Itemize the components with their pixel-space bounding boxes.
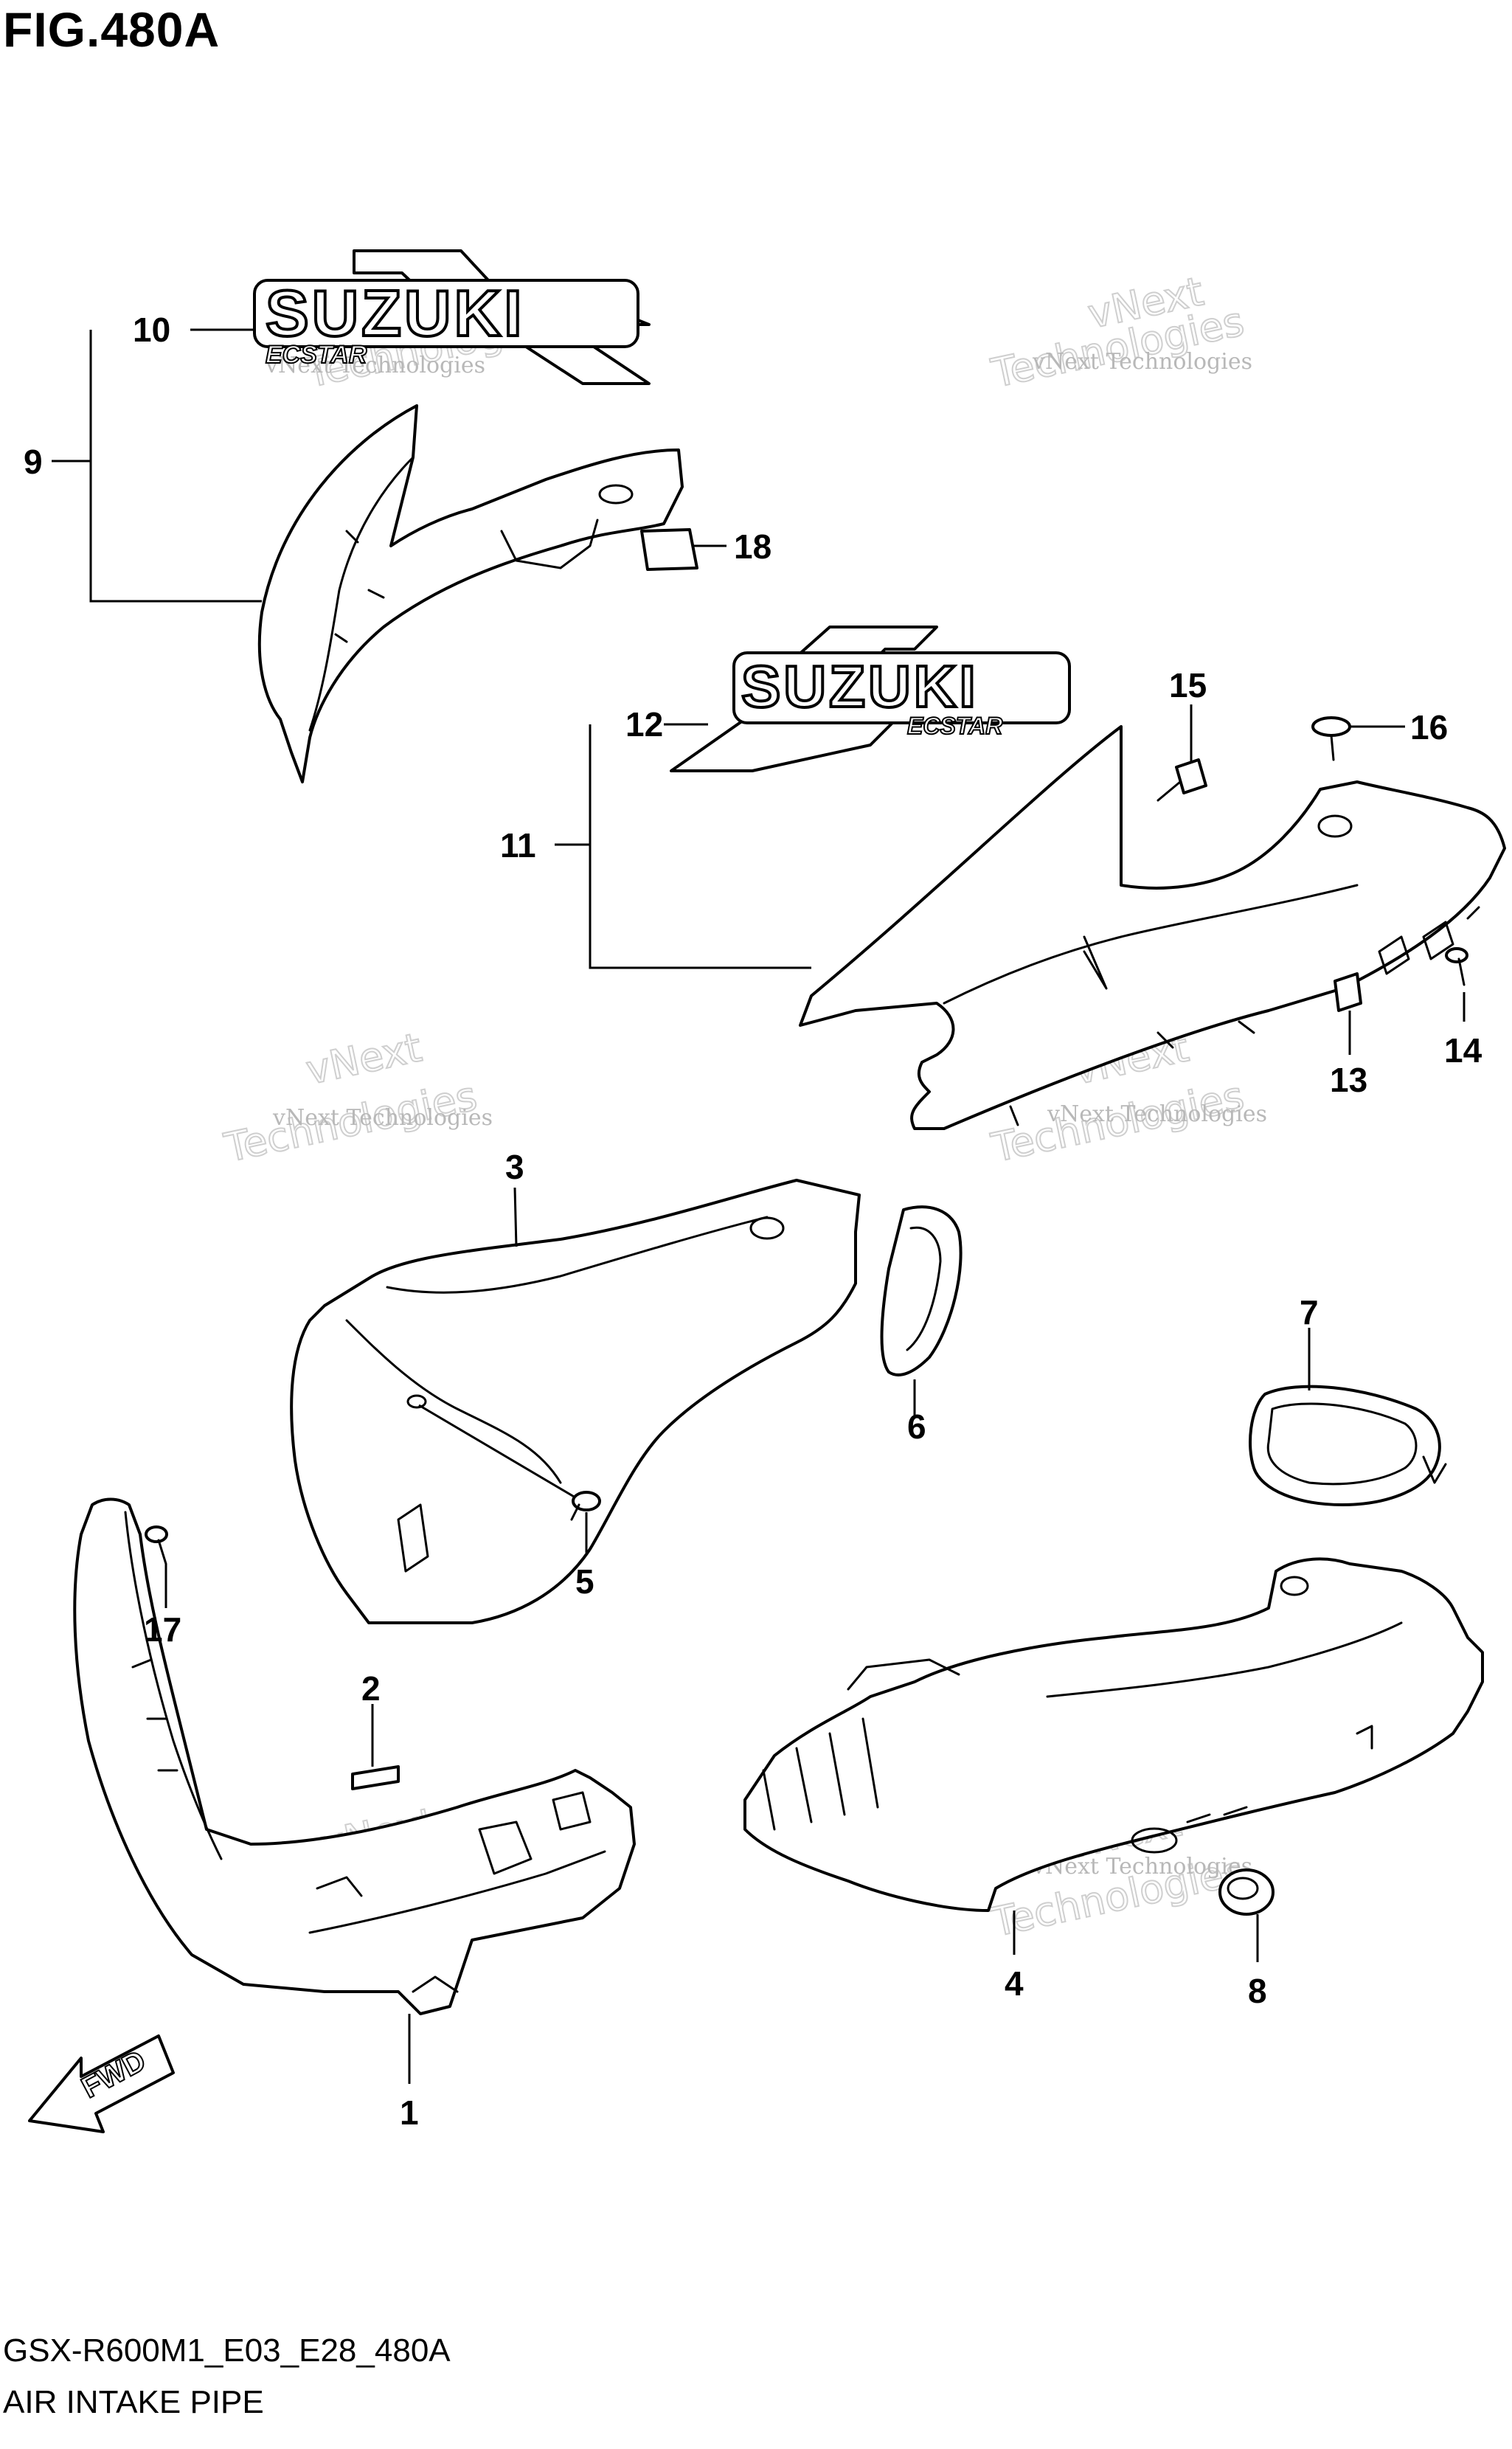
callout-7: 7	[1300, 1293, 1319, 1331]
callout-11: 11	[500, 826, 536, 865]
part-10-emblem: SUZUKI ECSTAR	[253, 249, 651, 385]
cowl-tab	[412, 1975, 459, 1993]
pipe-crease	[1046, 1621, 1403, 1698]
pipe-screw-hole	[406, 1394, 427, 1409]
callout-16: 16	[1410, 708, 1448, 747]
fwd-arrow: FWD	[28, 2034, 175, 2133]
part-13-clip	[1334, 972, 1362, 1012]
emblem-plate	[253, 279, 639, 348]
cowl-notch	[1083, 935, 1108, 990]
callouts: 10 9 18 15 16 12 11 14 13 3 6 7 5 17 2 1…	[24, 311, 1482, 2132]
leader-3	[513, 1187, 518, 1247]
cowl-body	[799, 725, 1506, 1130]
part-11-side-cowl	[799, 725, 1506, 1130]
pipe-inlet-rim	[847, 1658, 960, 1691]
watermark-vnext: vNext	[302, 1024, 426, 1093]
cowl-body	[73, 1497, 636, 2015]
emblem-sub-text: ECSTAR	[266, 341, 367, 369]
figure-title: FIG.480A	[3, 2, 221, 57]
part-7-duct-seal	[1249, 1385, 1447, 1506]
footer-diagram-code: GSX-R600M1_E03_E28_480A	[3, 2332, 451, 2369]
pipe-rim	[386, 1216, 769, 1294]
emblem-sub-text: ECSTAR	[907, 713, 1002, 739]
cowl-detail-marks	[131, 1658, 363, 1897]
cowl-bracket	[500, 519, 599, 569]
callout-1: 1	[400, 2093, 419, 2132]
pipe-grille	[762, 1717, 879, 1831]
footer-diagram-name: AIR INTAKE PIPE	[3, 2384, 264, 2420]
bracket-11	[589, 724, 811, 969]
part-15-screw	[1156, 758, 1207, 802]
callout-14: 14	[1444, 1031, 1482, 1070]
callout-2: 2	[361, 1669, 381, 1708]
callout-9: 9	[24, 443, 43, 481]
part-1-front-cowl	[73, 1497, 636, 2015]
callout-8: 8	[1248, 1972, 1267, 2010]
cowl-detail-marks	[334, 530, 385, 643]
callout-17: 17	[144, 1610, 181, 1649]
leader-lines	[52, 328, 1466, 2084]
part-18-label	[640, 528, 698, 571]
pipe-vent	[397, 1503, 429, 1573]
part-12-emblem: SUZUKI ECSTAR	[670, 626, 1071, 772]
seal-outer	[1249, 1385, 1441, 1506]
watermark-text: vNext Technologies	[265, 353, 485, 378]
bracket-9	[89, 330, 262, 603]
callout-10: 10	[133, 311, 170, 349]
part-14-screw	[1445, 947, 1468, 986]
part-16-screw	[1311, 716, 1351, 761]
watermark-text: vNext Technologies	[1032, 349, 1252, 375]
callout-5: 5	[575, 1562, 594, 1601]
pipe-port	[1131, 1827, 1178, 1854]
cowl-vents	[1378, 906, 1480, 975]
callout-6: 6	[907, 1407, 926, 1446]
pipe-bolt-hole	[749, 1216, 785, 1240]
seal-inner	[1266, 1402, 1418, 1486]
callout-15: 15	[1169, 666, 1207, 704]
seal-outer	[880, 1205, 963, 1376]
callout-4: 4	[1005, 1964, 1024, 2003]
watermark-text: vNext Technologies	[1047, 1101, 1267, 1127]
pipe-inner-edge	[345, 1319, 562, 1484]
pipe-detail-marks	[1186, 1725, 1373, 1823]
part-6-seal	[880, 1205, 963, 1376]
callout-3: 3	[505, 1148, 524, 1186]
watermark-group-3: Technologies vNext Technologies vNext	[220, 1023, 493, 1172]
cowl-crease	[943, 884, 1359, 1005]
part-3-intake-pipe	[290, 1179, 861, 1624]
cowl-bolt-hole	[1317, 814, 1353, 838]
callout-18: 18	[734, 527, 771, 566]
emblem-plate	[732, 651, 1071, 724]
seal-tab	[1422, 1455, 1447, 1484]
pipe-body	[290, 1179, 861, 1624]
cowl-tabs	[1009, 1020, 1255, 1126]
cowl-body	[257, 404, 684, 783]
leader-5b	[418, 1404, 576, 1499]
part-9-side-cowl	[257, 404, 684, 783]
watermark-text: vNext Technologies	[272, 1105, 493, 1131]
callout-13: 13	[1330, 1061, 1367, 1099]
part-5-screw	[570, 1491, 601, 1521]
fwd-arrow-shape	[28, 2034, 175, 2133]
seal-inner	[906, 1226, 942, 1351]
pipe-body	[743, 1557, 1484, 1912]
cowl-edge-line	[124, 1511, 223, 1860]
part-2-label	[351, 1765, 400, 1790]
watermark-group-2: Technologies vNext Technologies vNext	[987, 267, 1252, 398]
cowl-grille	[478, 1791, 592, 1875]
part-17-screw	[145, 1525, 168, 1565]
pipe-bolt-hole	[1280, 1576, 1309, 1596]
callout-12: 12	[625, 705, 663, 744]
cowl-bolt-hole	[598, 484, 634, 505]
emblem-brand-text: SUZUKI	[266, 277, 525, 350]
emblem-brand-text: SUZUKI	[741, 654, 979, 719]
cowl-crease	[308, 1850, 606, 1934]
cowl-edge-line	[308, 456, 415, 732]
part-4-intake-pipe	[743, 1557, 1484, 1912]
part-8-grommet	[1218, 1868, 1275, 1916]
